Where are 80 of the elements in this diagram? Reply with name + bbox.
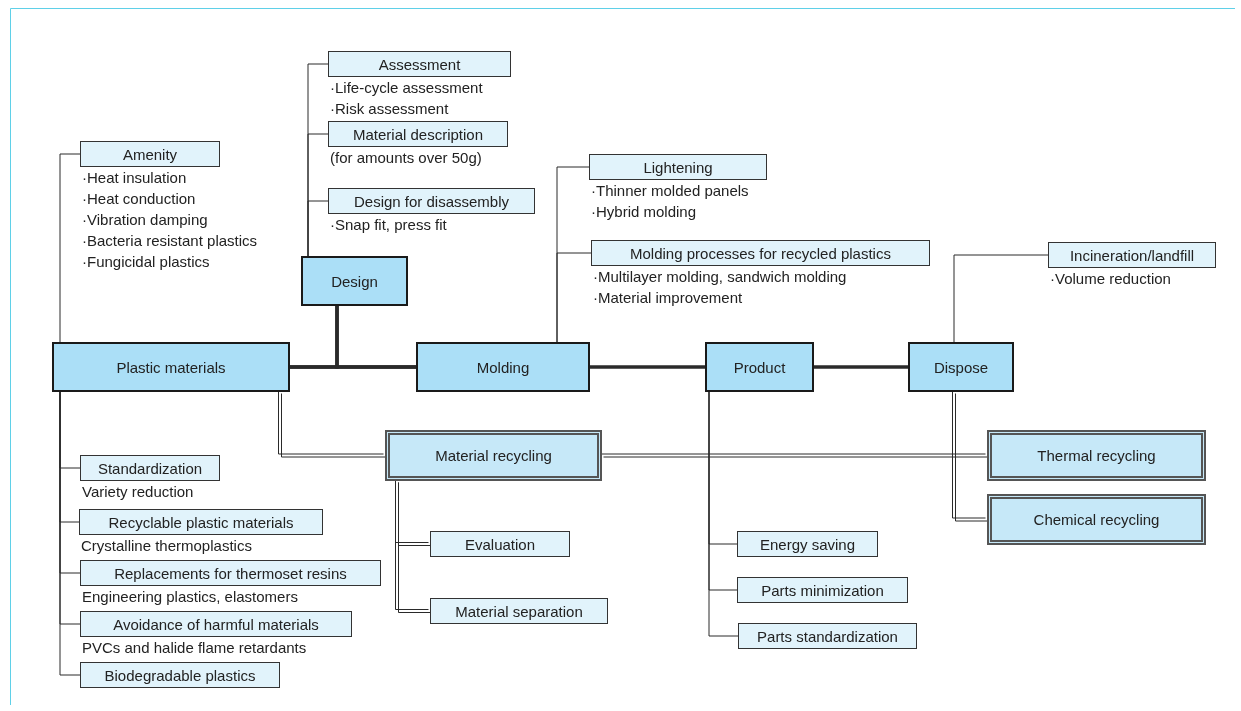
recycling-box xyxy=(987,430,1206,481)
category-box xyxy=(80,560,381,586)
double-line-connector xyxy=(278,390,387,458)
note-text: ·Snap fit, press fit xyxy=(330,216,447,234)
connector-line xyxy=(556,252,592,343)
connector-line xyxy=(953,254,1049,343)
note-text: ·Multilayer molding, sandwich molding xyxy=(593,268,847,286)
category-box xyxy=(430,531,570,557)
stage-box xyxy=(52,342,290,392)
note-text: ·Heat insulation xyxy=(82,169,187,187)
box-label: Recyclable plastic materials xyxy=(108,513,294,531)
note-text: ·Vibration damping xyxy=(82,211,208,229)
note-text: ·Hybrid molding xyxy=(591,203,697,221)
category-box xyxy=(328,188,535,214)
connector-line xyxy=(307,200,329,257)
category-box xyxy=(328,121,508,147)
note-text: ·Heat conduction xyxy=(82,190,196,208)
category-box xyxy=(80,662,280,688)
stage-box xyxy=(908,342,1014,392)
box-label: Design for disassembly xyxy=(353,192,510,210)
stage-box xyxy=(705,342,814,392)
note-text: PVCs and halide flame retardants xyxy=(82,639,307,657)
box-label: Avoidance of harmful materials xyxy=(113,615,319,633)
box-label: Lightening xyxy=(643,158,713,176)
box-label: Amenity xyxy=(122,145,178,163)
connector-line xyxy=(59,153,81,343)
box-label: Parts standardization xyxy=(757,627,898,645)
box-label: Energy saving xyxy=(759,535,856,553)
note-text: ·Life-cycle assessment xyxy=(330,79,483,97)
note-text: ·Risk assessment xyxy=(330,100,449,118)
connector-line xyxy=(590,365,705,369)
category-box xyxy=(328,51,511,77)
box-label: Dispose xyxy=(933,358,989,376)
category-box xyxy=(80,141,220,167)
connector-line xyxy=(708,391,739,637)
box-label: Material separation xyxy=(455,602,583,620)
note-text: ·Material improvement xyxy=(593,289,743,307)
category-box xyxy=(79,509,323,535)
stage-box xyxy=(416,342,590,392)
note-text: Variety reduction xyxy=(82,483,194,501)
stage-box xyxy=(301,256,408,306)
note-text: (for amounts over 50g) xyxy=(330,149,482,167)
category-box xyxy=(737,577,908,603)
double-line-connector xyxy=(600,453,989,458)
category-box xyxy=(80,611,352,637)
box-label: Molding xyxy=(476,358,530,376)
category-box xyxy=(589,154,767,180)
box-label: Plastic materials xyxy=(116,358,226,376)
note-text: Crystalline thermoplastics xyxy=(81,537,252,555)
note-text: ·Fungicidal plastics xyxy=(82,253,210,271)
category-box xyxy=(591,240,930,266)
double-line-connector xyxy=(952,390,989,522)
category-box xyxy=(430,598,608,624)
category-box xyxy=(1048,242,1216,268)
note-text: Engineering plastics, elastomers xyxy=(82,588,298,606)
category-box xyxy=(737,531,878,557)
box-label: Assessment xyxy=(378,55,461,73)
box-label: Parts minimization xyxy=(761,581,884,599)
box-label: Replacements for thermoset resins xyxy=(114,564,347,582)
recycling-box xyxy=(385,430,602,481)
box-label: Evaluation xyxy=(464,535,536,553)
note-text: ·Volume reduction xyxy=(1050,270,1171,288)
note-text: ·Bacteria resistant plastics xyxy=(82,232,258,250)
recycling-box xyxy=(987,494,1206,545)
note-text: ·Thinner molded panels xyxy=(591,182,749,200)
box-label: Product xyxy=(733,358,786,376)
box-label: Chemical recycling xyxy=(1033,511,1160,528)
category-box xyxy=(80,455,220,481)
box-label: Incineration/landfill xyxy=(1069,246,1195,264)
box-label: Material recycling xyxy=(435,447,552,464)
connector-line xyxy=(290,365,416,369)
category-box xyxy=(738,623,917,649)
box-label: Material description xyxy=(352,125,484,143)
box-label: Molding processes for recycled plastics xyxy=(630,244,891,262)
box-label: Thermal recycling xyxy=(1037,447,1156,464)
box-label: Biodegradable plastics xyxy=(104,666,256,684)
box-label: Standardization xyxy=(97,459,203,477)
connector-line xyxy=(814,365,908,369)
box-label: Design xyxy=(331,272,378,290)
connector-line xyxy=(59,391,81,676)
